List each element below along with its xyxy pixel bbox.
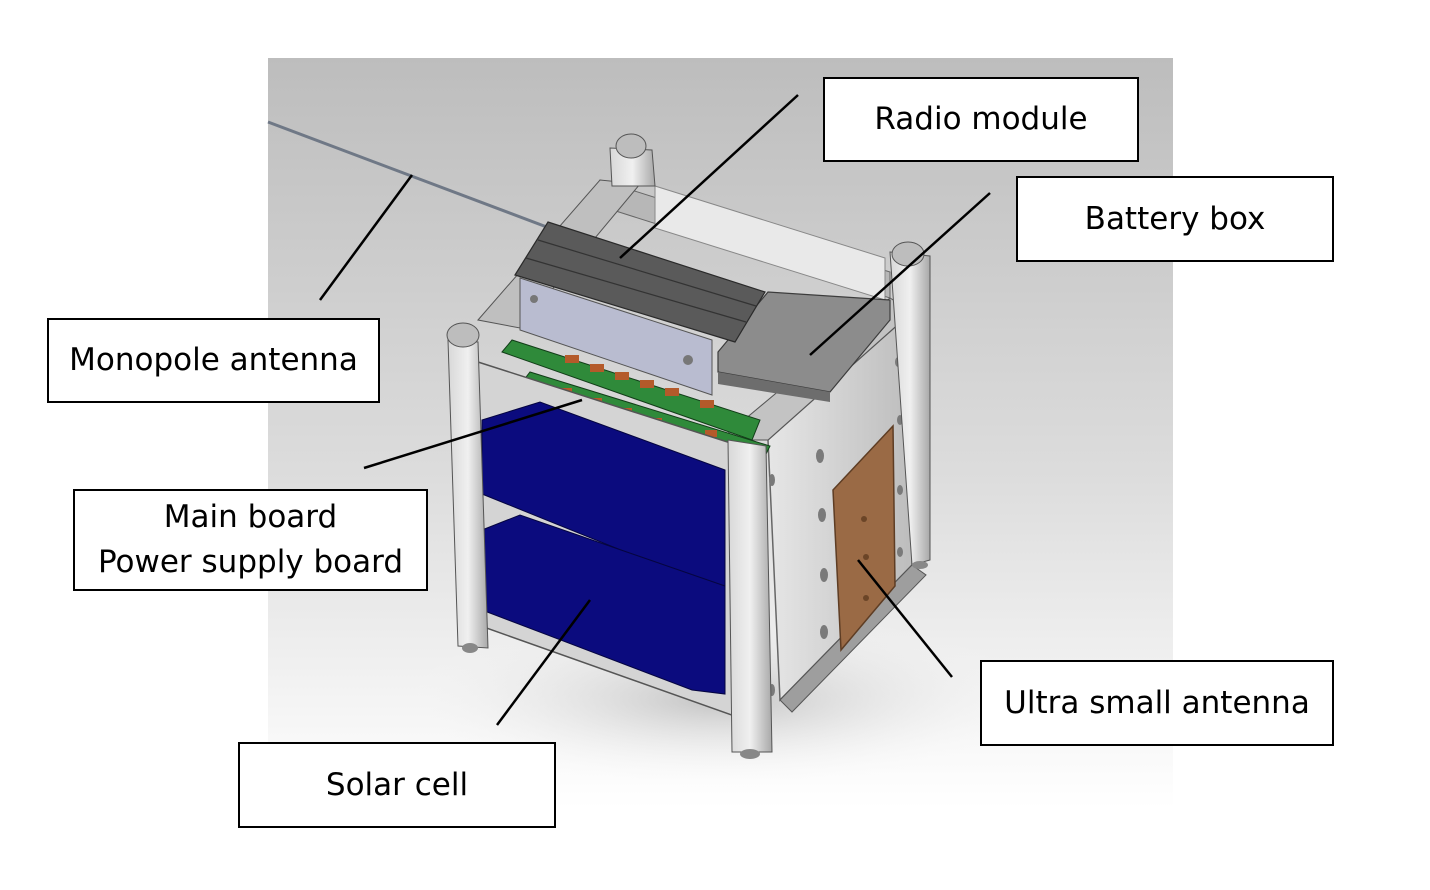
label-ultra-small-antenna: Ultra small antenna <box>980 660 1334 746</box>
leader-radio-module <box>619 94 799 259</box>
label-main-power-boards: Main board Power supply board <box>73 489 428 591</box>
leader-solar-cell <box>495 599 592 726</box>
label-monopole-antenna: Monopole antenna <box>47 318 380 403</box>
label-solar-cell-text: Solar cell <box>325 766 469 803</box>
label-solar-cell: Solar cell <box>238 742 556 828</box>
label-radio-module: Radio module <box>823 77 1139 162</box>
rail-front-right <box>727 439 773 753</box>
label-battery-box-text: Battery box <box>1084 200 1266 237</box>
ultra-small-antenna-patch <box>832 424 896 652</box>
leader-ultra-small-antenna <box>857 559 953 678</box>
main-board-pcb <box>501 339 761 441</box>
label-monopole-antenna-text: Monopole antenna <box>69 342 358 379</box>
leader-battery-box <box>809 192 991 356</box>
label-ultra-small-antenna-text: Ultra small antenna <box>1004 684 1310 721</box>
leader-main-board <box>363 398 583 470</box>
label-battery-box: Battery box <box>1016 176 1334 262</box>
label-main-board-text: Main board <box>163 499 338 536</box>
monopole-antenna-wire <box>267 120 561 234</box>
radio-module-plate <box>519 277 713 396</box>
label-radio-module-text: Radio module <box>874 101 1088 138</box>
label-power-supply-board-text: Power supply board <box>97 544 404 580</box>
leader-monopole-antenna <box>318 174 414 301</box>
leader-lines <box>318 94 991 726</box>
battery-box-front <box>718 372 830 402</box>
